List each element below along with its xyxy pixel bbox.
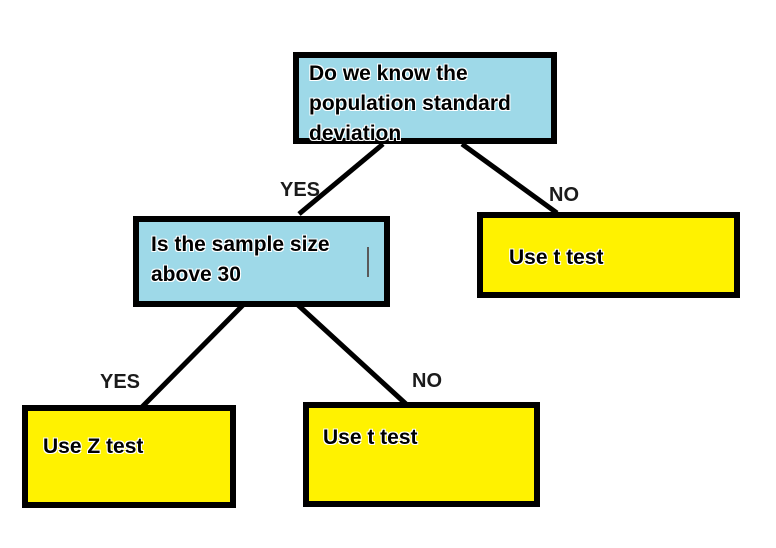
- edge-sample-no-line: [296, 303, 408, 406]
- edge-label-root-no: NO: [549, 184, 579, 206]
- edge-label-sample-no: NO: [412, 370, 442, 392]
- node-use-t-test-right: Use t test: [477, 212, 740, 298]
- node-sample-size-question: Is the sample size above 30: [133, 216, 390, 307]
- node-use-z-test: Use Z test: [22, 405, 236, 508]
- edge-sample-yes-line: [140, 303, 245, 409]
- text-cursor-artifact: [367, 247, 369, 277]
- edge-root-no-line: [460, 141, 559, 216]
- edge-label-root-yes: YES: [280, 179, 321, 201]
- edge-label-sample-yes: YES: [100, 371, 141, 393]
- node-population-sd-question: Do we know the population standard devia…: [293, 52, 557, 145]
- node-use-t-test-bottom: Use t test: [303, 402, 540, 507]
